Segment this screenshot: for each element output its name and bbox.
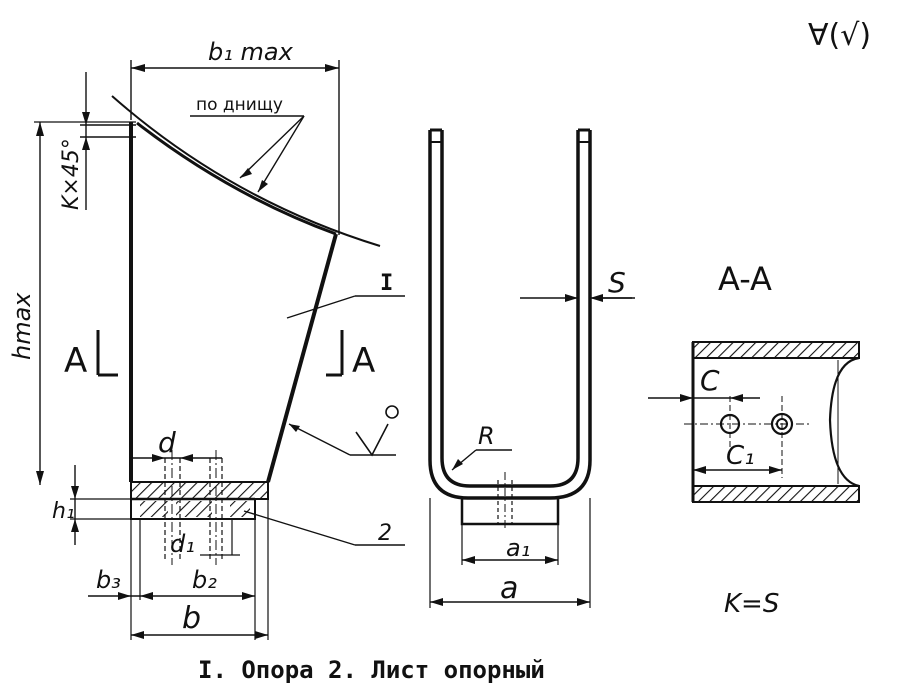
- label-d1: d₁: [170, 530, 195, 558]
- label-callout-1: I: [380, 271, 393, 296]
- section-a-a-view: [648, 341, 860, 503]
- label-b1-max: b₁ max: [208, 38, 294, 66]
- support-front-view: [428, 128, 635, 608]
- label-h1: h₁: [52, 499, 75, 524]
- label-b: b: [182, 601, 201, 636]
- label-section-title: A-A: [718, 260, 772, 298]
- label-d: d: [158, 426, 176, 459]
- support-side-view: [34, 60, 405, 640]
- label-section-left: A: [64, 341, 87, 381]
- label-k-eq-s: K=S: [724, 589, 779, 619]
- label-bottom-note: по днищу: [196, 95, 283, 115]
- label-a1: a₁: [506, 534, 530, 562]
- label-b3: b₃: [96, 566, 121, 594]
- label-callout-2: 2: [378, 521, 392, 546]
- roughness-mark: ∀(√): [808, 18, 871, 53]
- label-a: a: [500, 571, 518, 606]
- label-r: R: [478, 422, 495, 450]
- label-c: C: [700, 364, 720, 397]
- figure-caption: I. Опора 2. Лист опорный: [198, 656, 545, 684]
- label-c1: C₁: [726, 441, 755, 471]
- label-section-right: A: [352, 341, 375, 381]
- label-k45: K×45°: [59, 138, 84, 210]
- label-s: S: [608, 266, 626, 299]
- label-b2: b₂: [192, 566, 217, 594]
- label-h-max: hmax: [8, 292, 36, 360]
